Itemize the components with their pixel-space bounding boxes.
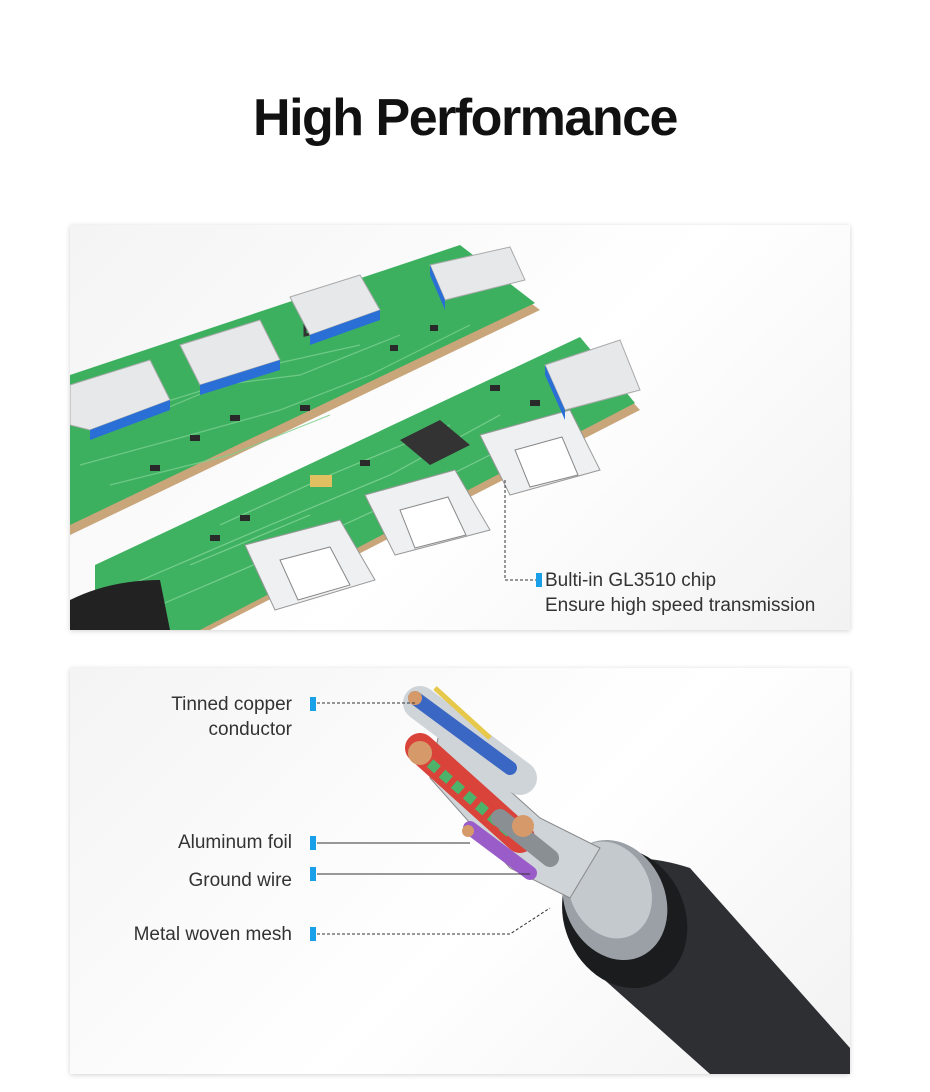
pcb-front-board	[95, 337, 635, 630]
hub-pcb-panel: Bulti-in GL3510 chip Ensure high speed t…	[70, 225, 850, 630]
hub-cable	[70, 580, 170, 630]
chip-leader-line	[504, 480, 536, 581]
copper-core-4	[462, 825, 474, 837]
foil-label: Aluminum foil	[177, 832, 292, 853]
purple-wire	[463, 821, 537, 880]
mesh-marker	[310, 927, 316, 941]
mesh-label: Metal woven mesh	[133, 924, 292, 945]
conductor-label-line1: Tinned copper	[171, 694, 292, 715]
front-usb-ports	[244, 339, 641, 611]
cable-illustration	[317, 686, 850, 1074]
conductor-label: Tinned copper conductor	[110, 692, 292, 742]
chip-callout-line1: Bulti-in GL3510 chip	[545, 570, 717, 591]
gl3510-chip	[400, 420, 470, 465]
cable-structure-panel: Tinned copper conductor Aluminum foil Gr…	[70, 668, 850, 1074]
copper-core-1	[408, 741, 432, 765]
chip-callout-marker	[536, 573, 542, 587]
blue-wire	[408, 691, 517, 775]
ground-label: Ground wire	[188, 870, 293, 891]
chip-callout: Bulti-in GL3510 chip Ensure high speed t…	[545, 568, 815, 618]
mesh-leader	[317, 907, 551, 935]
pcb-back-board	[70, 245, 535, 525]
page-title: High Performance	[253, 89, 678, 147]
conductor-marker	[310, 697, 316, 711]
copper-core-2	[512, 815, 534, 837]
ground-marker	[310, 867, 316, 881]
pcb-illustration	[70, 245, 641, 630]
copper-core-3	[408, 691, 422, 705]
back-usb-ports	[70, 246, 526, 440]
conductor-label-line2: conductor	[208, 719, 292, 740]
foil-marker	[310, 836, 316, 850]
chip-callout-line2: Ensure high speed transmission	[545, 595, 816, 616]
